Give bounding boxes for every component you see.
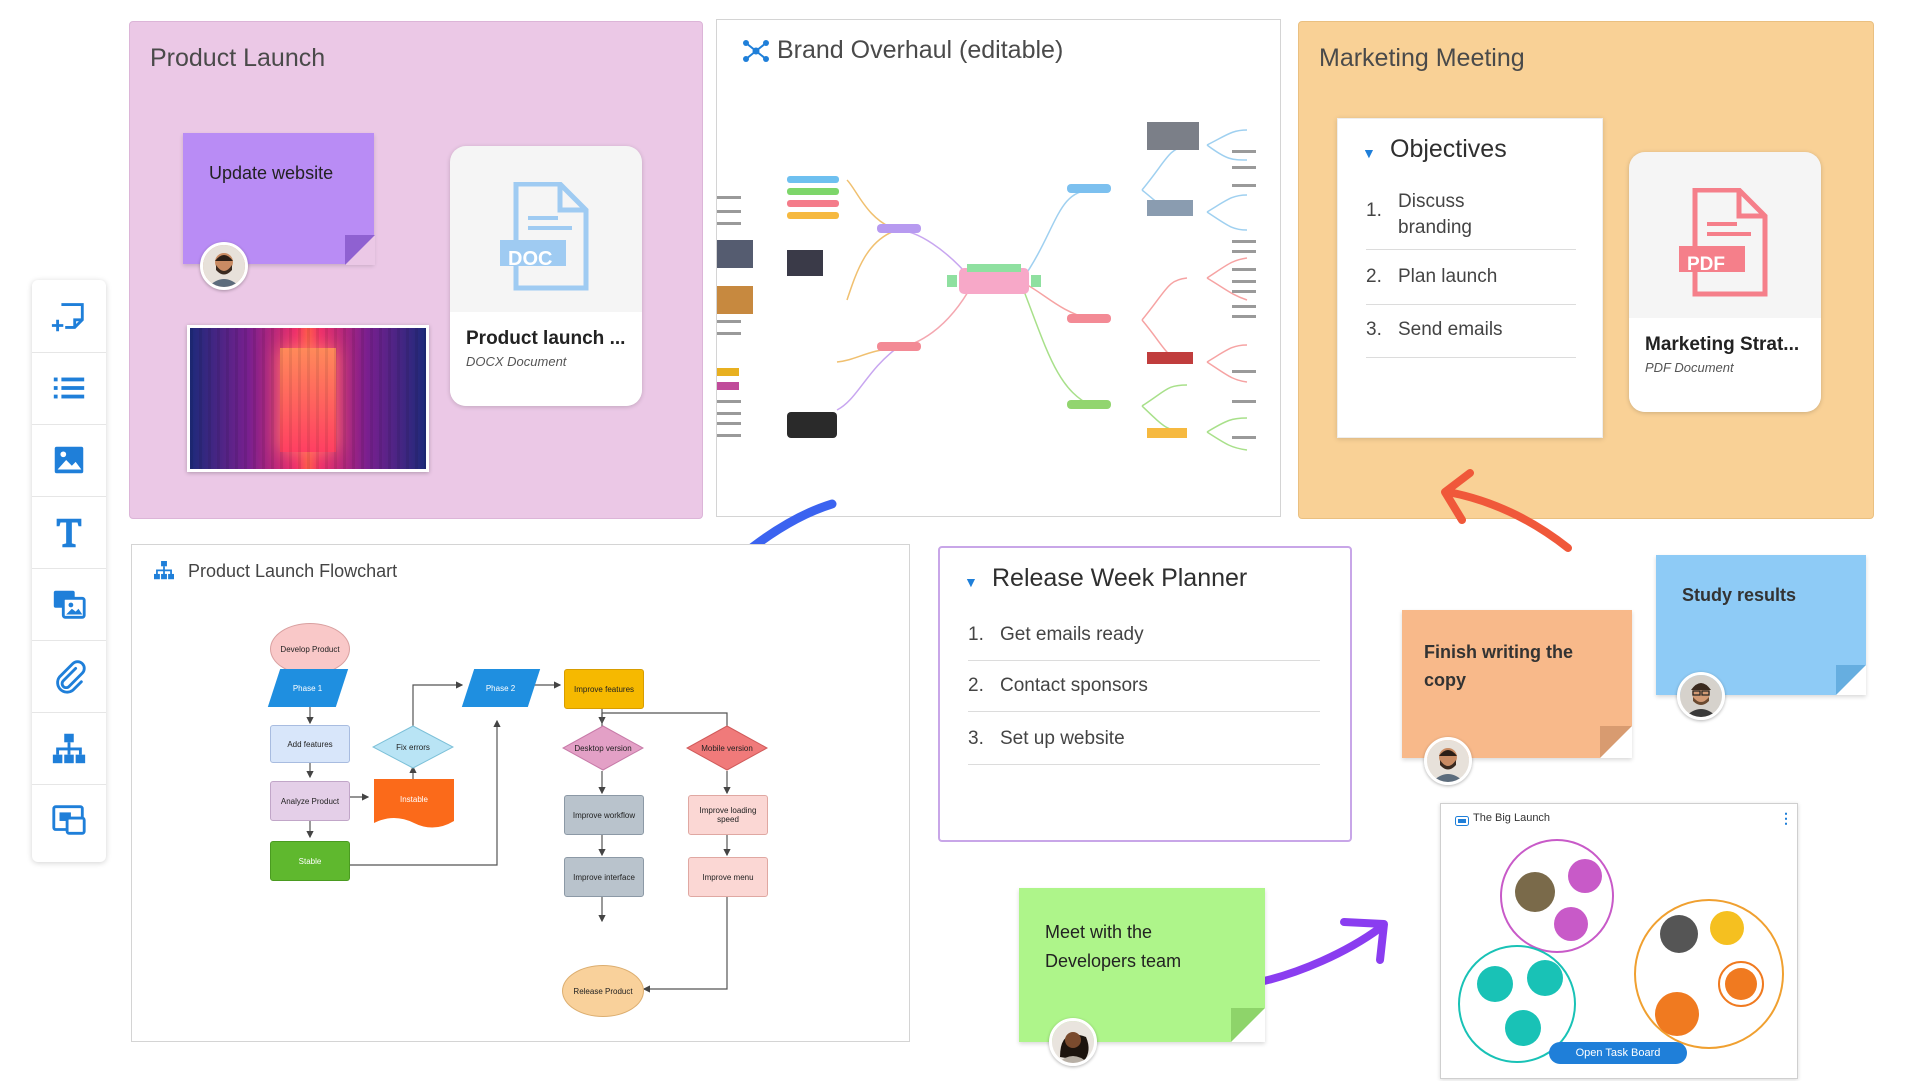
add-flowchart-tool[interactable]: [32, 712, 106, 785]
file-type: PDF Document: [1645, 360, 1734, 375]
sticky-note-finish-copy[interactable]: Finish writing the copy: [1402, 610, 1632, 758]
file-type: DOCX Document: [466, 354, 567, 369]
sticky-note-update-website[interactable]: Update website: [183, 133, 375, 265]
avatar: [1424, 737, 1472, 785]
release-week-planner[interactable]: ▼ Release Week Planner 1. Get emails rea…: [938, 546, 1352, 842]
open-task-board-button[interactable]: Open Task Board: [1549, 1042, 1687, 1064]
big-launch-board-preview[interactable]: The Big Launch ⋮ Open Task Board: [1440, 803, 1798, 1079]
list-item[interactable]: 3. Set up website: [968, 712, 1320, 765]
embed-board-icon: [52, 805, 86, 835]
flowchart-node[interactable]: Improve interface: [564, 857, 644, 897]
task-clusters: [1458, 839, 1784, 1063]
add-board-tool[interactable]: [32, 784, 106, 856]
list-icon: [53, 377, 85, 399]
pdf-file-icon: [1679, 188, 1768, 297]
media-icon: [53, 590, 86, 619]
image-icon: [54, 446, 84, 474]
sticky-note-meet-developers[interactable]: Meet with the Developers team: [1019, 888, 1265, 1042]
brand-overhaul-mindmap[interactable]: Brand Overhaul (editable): [716, 19, 1281, 517]
text-icon: [56, 518, 82, 548]
docx-file-card[interactable]: DOC Product launch ... DOCX Document: [450, 146, 642, 406]
note-text: Finish writing the copy: [1424, 642, 1573, 690]
product-launch-board[interactable]: Product Launch Update website DOC Produc…: [129, 21, 703, 519]
board-title: Marketing Meeting: [1319, 44, 1525, 72]
flowchart-node[interactable]: [372, 725, 454, 769]
flowchart-node[interactable]: [562, 725, 644, 771]
avatar: [1677, 672, 1725, 720]
flowchart-node[interactable]: Phase 2: [461, 669, 541, 707]
note-text: Meet with the Developers team: [1045, 922, 1182, 971]
flowchart-icon: [154, 561, 174, 580]
add-list-tool[interactable]: [32, 352, 106, 425]
marketing-meeting-board[interactable]: Marketing Meeting ▼ Objectives 1. Discus…: [1298, 21, 1874, 519]
add-media-tool[interactable]: [32, 568, 106, 641]
more-options-icon[interactable]: ⋮: [1779, 810, 1793, 826]
add-file-tool[interactable]: [32, 640, 106, 713]
flowchart-node[interactable]: Improve menu: [688, 857, 768, 897]
flowchart-connectors: [306, 649, 909, 993]
product-launch-flowchart[interactable]: Product Launch Flowchart Develop Product: [131, 544, 910, 1042]
purple-arrow: [1242, 924, 1384, 989]
add-text-tool[interactable]: [32, 496, 106, 569]
list-title: Release Week Planner: [992, 564, 1248, 592]
avatar: [1049, 1018, 1097, 1066]
flowchart-node[interactable]: [686, 725, 768, 771]
note-text: Update website: [209, 163, 334, 183]
flowchart-node[interactable]: Improve features: [564, 669, 644, 709]
flowchart-node[interactable]: Analyze Product: [270, 781, 350, 821]
list-title: Objectives: [1390, 135, 1507, 163]
board-title: The Big Launch: [1473, 812, 1551, 824]
flowchart-node[interactable]: [374, 779, 454, 829]
board-title: Brand Overhaul (editable): [777, 36, 1064, 64]
board-title: Product Launch: [150, 44, 326, 72]
doc-file-icon: [500, 182, 589, 291]
flowchart-node[interactable]: Improve workflow: [564, 795, 644, 835]
add-image-tool[interactable]: [32, 424, 106, 497]
collapse-icon[interactable]: ▼: [964, 574, 978, 590]
flowchart-node[interactable]: Develop Product: [270, 623, 350, 675]
list-item[interactable]: 1. Discuss branding: [1366, 189, 1576, 250]
avatar: [200, 242, 248, 290]
doc-badge: DOC: [508, 248, 553, 270]
collapse-icon[interactable]: ▼: [1362, 145, 1376, 161]
flowchart-icon: [52, 733, 86, 764]
flowchart-node[interactable]: Improve loading speed: [688, 795, 768, 835]
red-arrow: [1444, 488, 1572, 552]
left-toolbar: [32, 280, 106, 862]
sticky-note-add-icon: [51, 303, 84, 332]
mind-map-canvas: [717, 122, 1256, 451]
flowchart-node[interactable]: Add features: [270, 725, 350, 763]
pdf-file-card[interactable]: PDF Marketing Strat... PDF Document: [1629, 152, 1821, 412]
note-text: Study results: [1682, 585, 1797, 605]
attachment-icon: [56, 660, 86, 694]
pdf-badge: PDF: [1687, 254, 1725, 275]
flowchart-node[interactable]: Phase 1: [267, 669, 349, 707]
board-icon: [1455, 816, 1469, 826]
board-title: Product Launch Flowchart: [188, 561, 398, 581]
list-item[interactable]: 3. Send emails: [1366, 305, 1576, 358]
flowchart-node[interactable]: Stable: [270, 841, 350, 881]
objectives-list[interactable]: ▼ Objectives 1. Discuss branding 2. Plan…: [1337, 118, 1603, 438]
flowchart-node[interactable]: Release Product: [562, 965, 644, 1017]
list-item[interactable]: 2. Contact sponsors: [968, 661, 1320, 712]
neon-corridor-image[interactable]: [187, 325, 429, 472]
sticky-note-study-results[interactable]: Study results: [1656, 555, 1866, 695]
add-note-tool[interactable]: [32, 280, 106, 353]
list-item[interactable]: 1. Get emails ready: [968, 612, 1320, 661]
mindmap-icon: [743, 40, 769, 62]
list-item[interactable]: 2. Plan launch: [1366, 250, 1576, 305]
